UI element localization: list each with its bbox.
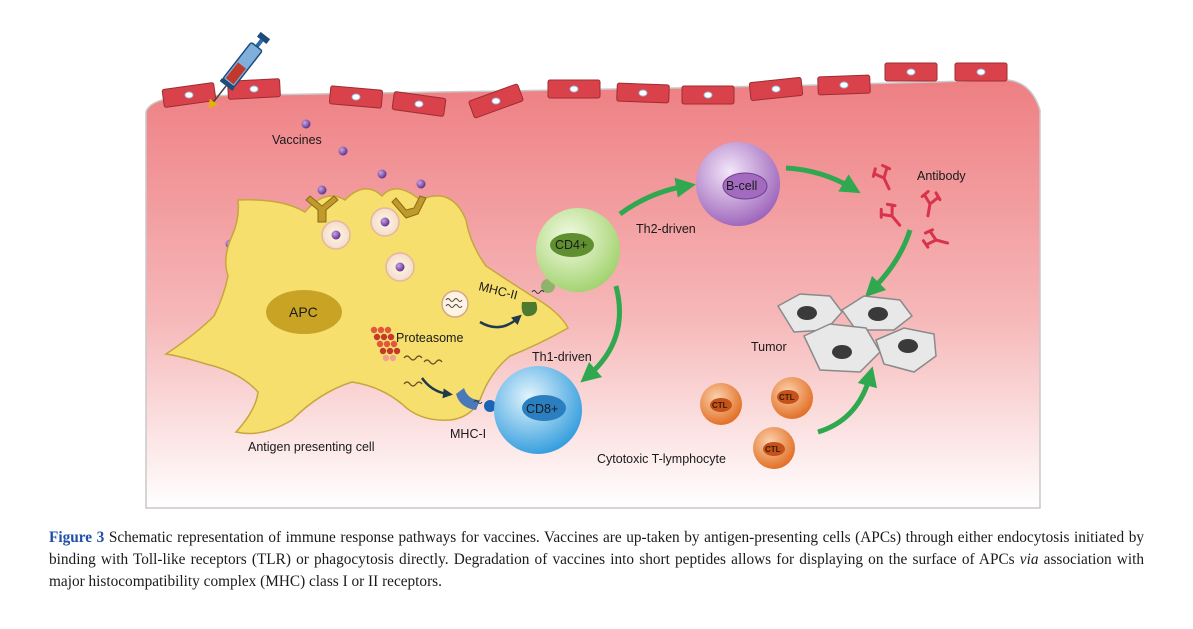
tumor-nuclei xyxy=(797,306,918,359)
cd8-nucleus xyxy=(522,395,566,421)
apc-label: APC xyxy=(289,304,318,320)
peptide-fragments xyxy=(403,355,443,387)
ctl-label-3: CTL xyxy=(765,445,781,454)
antigen-presenting-cell-label: Antigen presenting cell xyxy=(248,440,374,454)
ctl-label-1: CTL xyxy=(712,401,728,410)
cd4-nucleus xyxy=(550,233,594,257)
caption-text-1: Schematic representation of immune respo… xyxy=(49,529,1144,568)
caption-text-2: association with major histocompatibilit… xyxy=(49,551,1144,590)
ctl-to-tumor-arrow xyxy=(817,366,878,435)
b-cell-label: B-cell xyxy=(726,179,757,193)
b-cell-to-antibody-arrow xyxy=(785,165,861,194)
th2-arrow xyxy=(618,177,696,217)
ctl-label-2: CTL xyxy=(779,393,795,402)
apc-cell-body xyxy=(163,188,569,435)
epithelial-nuclei xyxy=(184,68,986,108)
mhc-ii-transport-arrow xyxy=(479,314,522,329)
th1-label: Th1-driven xyxy=(532,350,592,364)
antibody-to-tumor-arrow xyxy=(864,229,913,298)
mhc-i-transport-arrow xyxy=(420,377,453,399)
tlr-receptor-icon xyxy=(305,195,427,223)
proteasome-icon xyxy=(370,326,401,362)
mhc-i-label: MHC-I xyxy=(450,427,486,441)
syringe-icon xyxy=(208,31,271,109)
immune-response-diagram: Vaccines APC Proteasome xyxy=(145,31,1041,509)
cytotoxic-t-lymphocyte-label: Cytotoxic T-lymphocyte xyxy=(597,452,726,466)
figure-caption: Figure 3 Schematic representation of imm… xyxy=(49,527,1144,593)
b-cell-nucleus xyxy=(722,172,768,200)
endosome-vesicles xyxy=(321,207,469,318)
cd8-label: CD8+ xyxy=(526,402,558,416)
figure-label: Figure 3 xyxy=(49,529,105,546)
tumor-label: Tumor xyxy=(751,340,787,354)
th2-label: Th2-driven xyxy=(636,222,696,236)
apc-nucleus xyxy=(266,290,342,334)
cd4-label: CD4+ xyxy=(555,238,587,252)
vaccines-label: Vaccines xyxy=(272,133,322,147)
caption-italic: via xyxy=(1019,551,1039,568)
ctl-cells xyxy=(700,377,813,469)
mhc-i-receptor-icon xyxy=(456,388,496,412)
proteasome-label: Proteasome xyxy=(396,331,463,345)
antibody-icons xyxy=(871,163,950,249)
antibody-label: Antibody xyxy=(917,169,966,183)
th1-arrow xyxy=(580,285,622,383)
